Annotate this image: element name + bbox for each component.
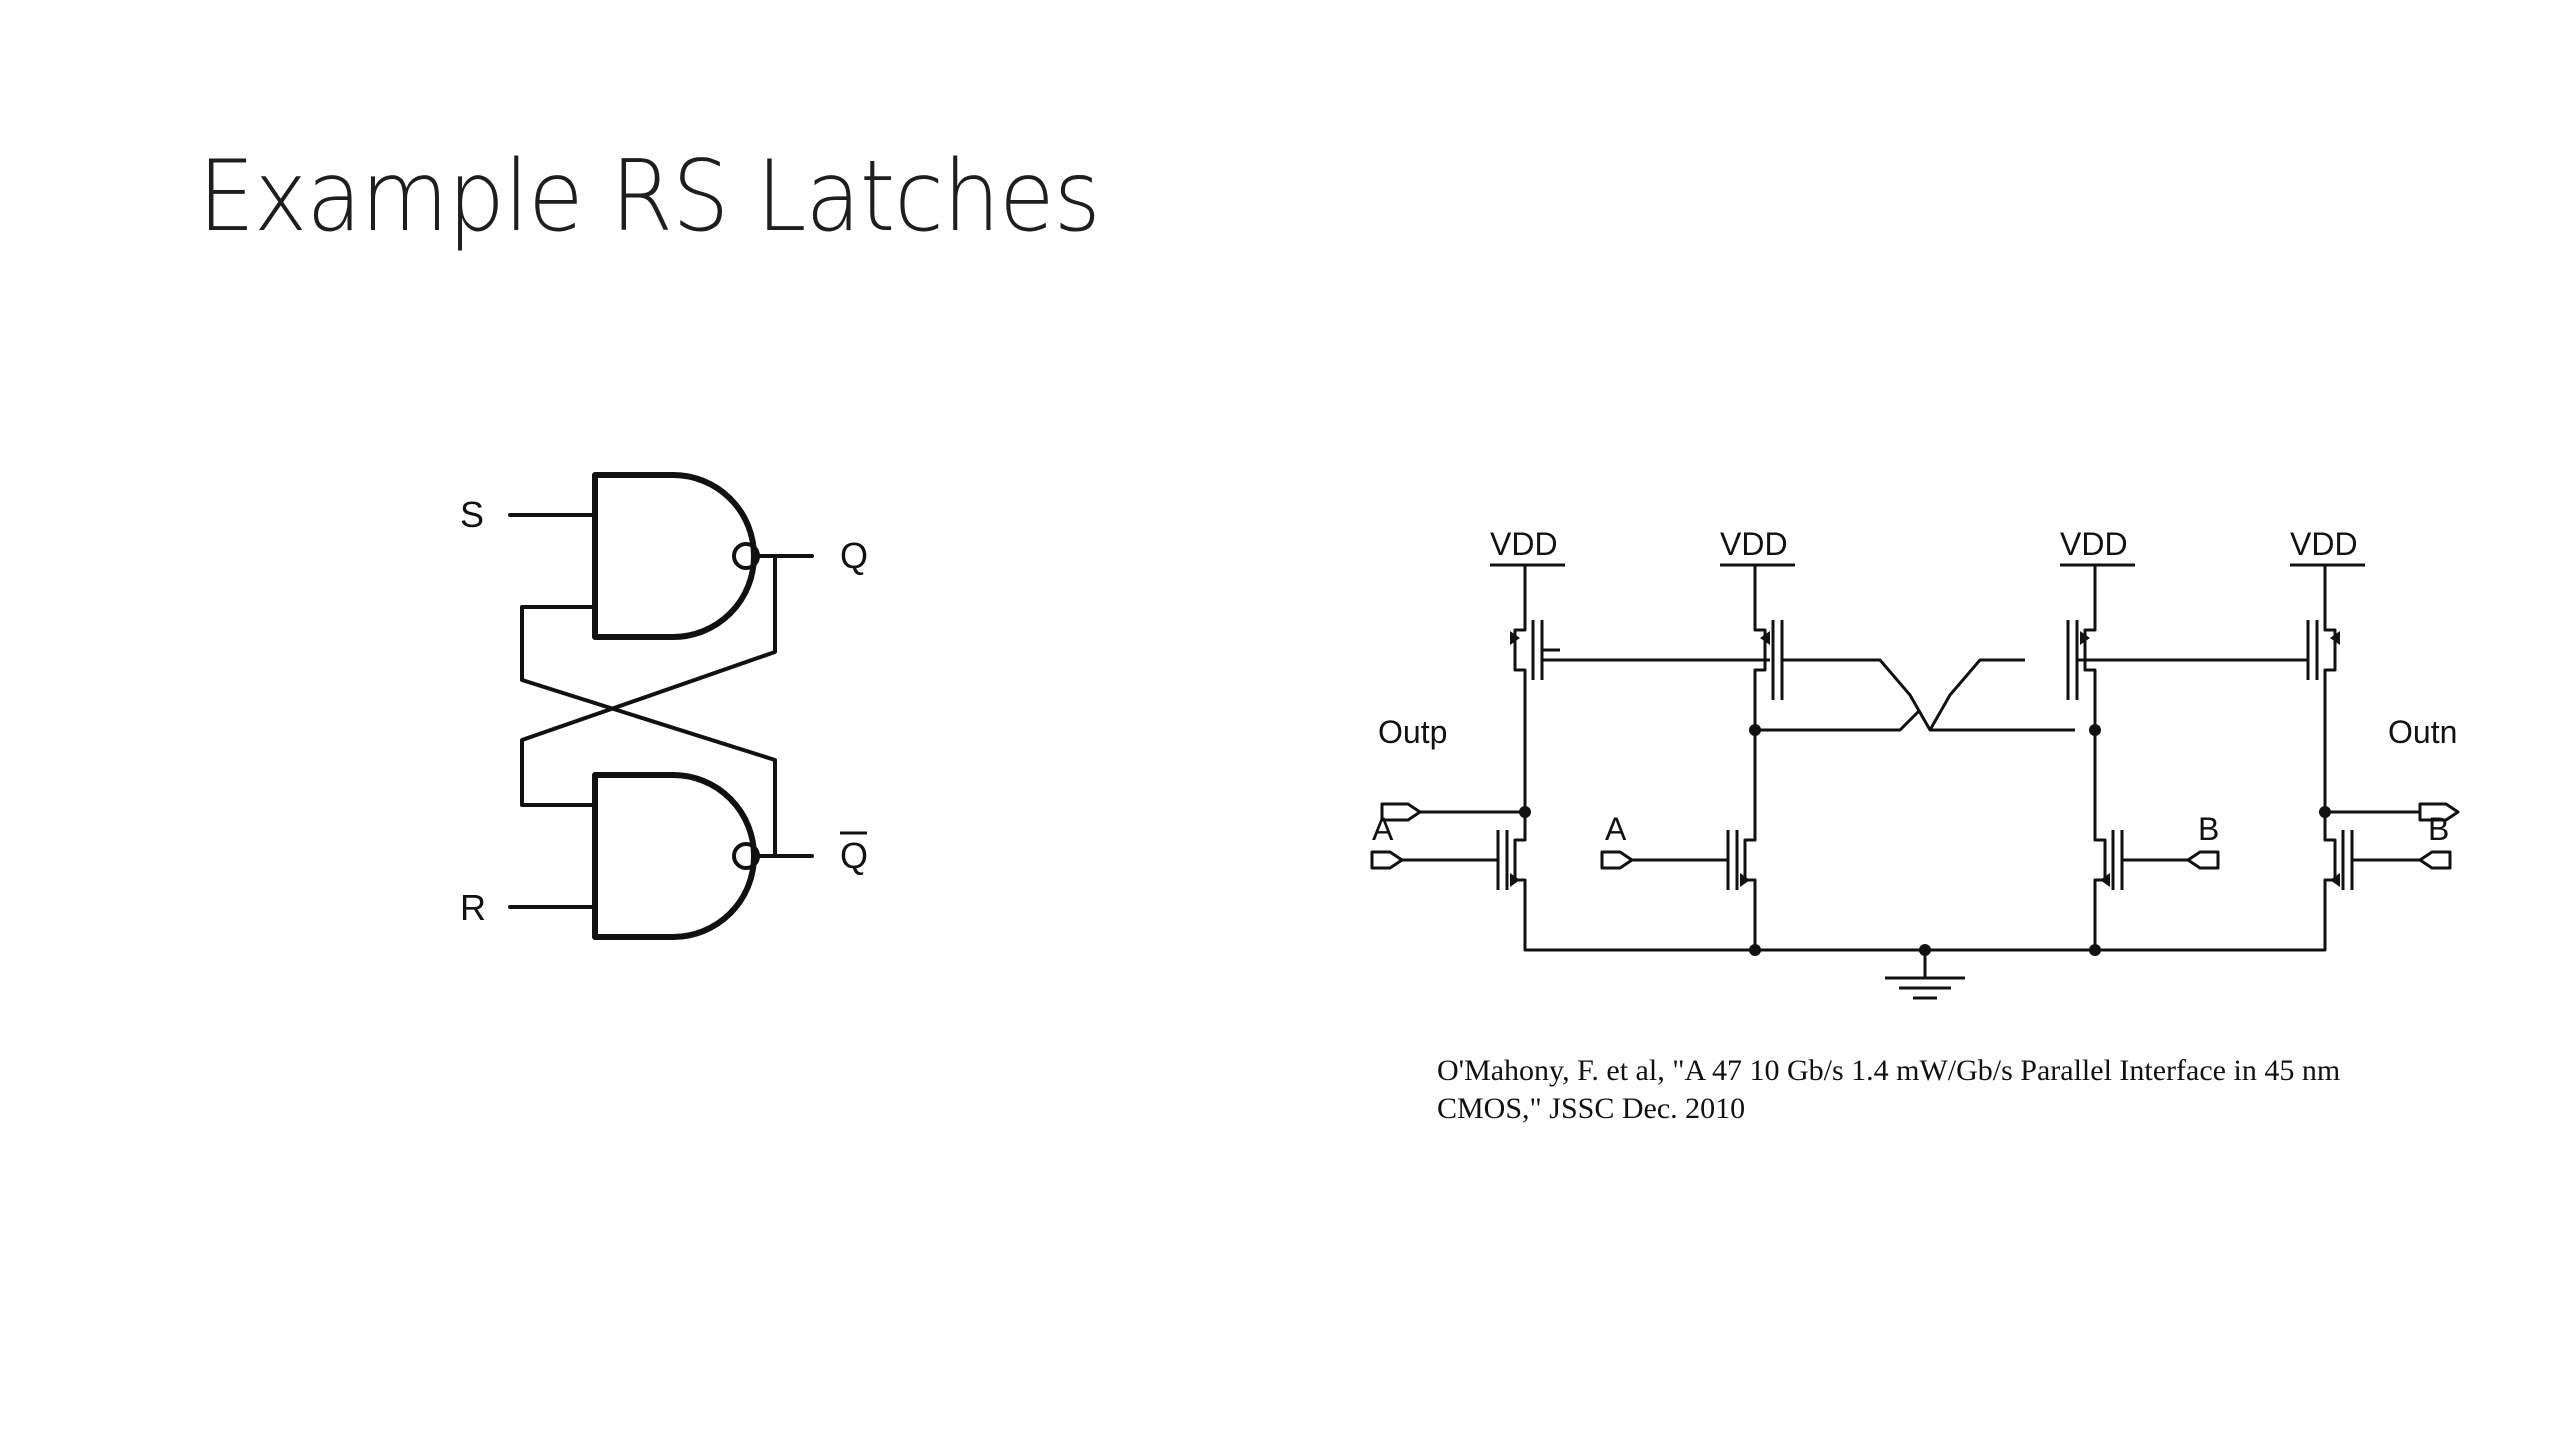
vdd-label-2: VDD <box>1720 526 1788 562</box>
vdd-label-4: VDD <box>2290 526 2358 562</box>
citation-line-1: O'Mahony, F. et al, "A 47 10 Gb/s 1.4 mW… <box>1437 1054 2341 1087</box>
vdd-label-3: VDD <box>2060 526 2128 562</box>
pmos-transistor-4 <box>2306 620 2337 690</box>
input-b-port-left <box>2186 850 2220 870</box>
nmos-transistor-2 <box>1690 830 1757 900</box>
input-b-left-label: B <box>2198 811 2219 847</box>
ground-symbol <box>1883 976 1967 1000</box>
slide-title: Example RS Latches <box>198 140 1101 254</box>
input-r-label: R <box>460 887 486 928</box>
vdd-label-1: VDD <box>1490 526 1558 562</box>
nmos-transistor-3 <box>2093 830 2160 900</box>
outp-port <box>1380 802 1422 822</box>
nand-gate-top <box>592 472 757 640</box>
output-qbar-label: Q <box>840 835 868 876</box>
input-a-port-right <box>1600 850 1634 870</box>
outn-port <box>2418 802 2460 822</box>
input-a-right-label: A <box>1605 811 1627 847</box>
outp-label: Outp <box>1378 714 1447 750</box>
nmos-transistor-1 <box>1460 830 1527 900</box>
input-a-left-label: A <box>1372 811 1394 847</box>
cmos-latch-schematic: VDD VDD VDD VDD Outp Outn A A B B <box>1370 526 2460 1000</box>
input-a-port-left <box>1370 850 1404 870</box>
nand-rs-latch-diagram: S R Q Q <box>460 472 868 940</box>
output-q-label: Q <box>840 535 868 576</box>
citation-line-2: CMOS," JSSC Dec. 2010 <box>1437 1092 1746 1125</box>
nmos-transistor-4 <box>2323 830 2390 900</box>
input-s-label: S <box>460 494 484 535</box>
nand-gate-bottom <box>592 772 757 940</box>
outn-label: Outn <box>2388 714 2457 750</box>
citation: O'Mahony, F. et al, "A 47 10 Gb/s 1.4 mW… <box>1437 1052 2477 1128</box>
input-b-right-label: B <box>2428 811 2449 847</box>
input-b-port-right <box>2418 850 2452 870</box>
pmos-transistor-1 <box>1513 620 1560 690</box>
